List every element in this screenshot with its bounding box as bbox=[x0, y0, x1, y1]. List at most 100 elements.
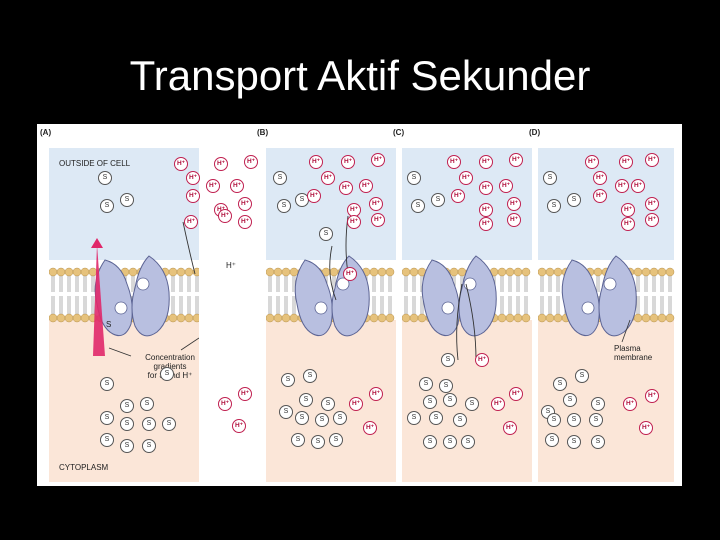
h-ion: H⁺ bbox=[621, 203, 635, 217]
h-ion: H⁺ bbox=[645, 389, 659, 403]
h-ion: H⁺ bbox=[232, 419, 246, 433]
h-ion: H⁺ bbox=[359, 179, 373, 193]
s-molecule: S bbox=[547, 413, 561, 427]
h-ion: H⁺ bbox=[507, 213, 521, 227]
s-molecule: S bbox=[419, 377, 433, 391]
h-ion: H⁺ bbox=[339, 181, 353, 195]
s-molecule: S bbox=[333, 411, 347, 425]
h-ion: H⁺ bbox=[371, 213, 385, 227]
gradient-caption-line-1: Concentration bbox=[135, 353, 205, 362]
h-ion: H⁺ bbox=[479, 181, 493, 195]
h-ion: H⁺ bbox=[645, 153, 659, 167]
h-ion: H⁺ bbox=[491, 397, 505, 411]
membrane-caption: Plasma membrane bbox=[614, 344, 652, 362]
s-molecule: S bbox=[591, 435, 605, 449]
outside-of-cell-label: OUTSIDE OF CELL bbox=[59, 159, 130, 168]
s-molecule: S bbox=[277, 199, 291, 213]
h-ion: H⁺ bbox=[509, 387, 523, 401]
cytoplasm-label: CYTOPLASM bbox=[59, 463, 108, 472]
h-ion: H⁺ bbox=[369, 197, 383, 211]
s-molecule: S bbox=[295, 411, 309, 425]
s-molecule: S bbox=[120, 439, 134, 453]
s-molecule: S bbox=[291, 433, 305, 447]
gradient-h-label: H⁺ bbox=[226, 261, 236, 270]
s-molecule: S bbox=[319, 227, 333, 241]
s-molecule: S bbox=[567, 413, 581, 427]
panel-b-label: (B) bbox=[257, 128, 268, 137]
s-molecule: S bbox=[120, 399, 134, 413]
s-molecule: S bbox=[98, 171, 112, 185]
h-ion: H⁺ bbox=[174, 157, 188, 171]
h-ion: H⁺ bbox=[479, 203, 493, 217]
h-ion: H⁺ bbox=[244, 155, 258, 169]
s-molecule: S bbox=[423, 395, 437, 409]
figure: (A) OUTSIDE OF CELL CYTOPLASM Concentrat… bbox=[37, 124, 682, 486]
s-molecule: S bbox=[567, 435, 581, 449]
s-molecule: S bbox=[160, 367, 174, 381]
h-ion: H⁺ bbox=[321, 171, 335, 185]
s-molecule: S bbox=[423, 435, 437, 449]
h-ion: H⁺ bbox=[371, 153, 385, 167]
h-ion: H⁺ bbox=[186, 171, 200, 185]
s-molecule: S bbox=[315, 413, 329, 427]
h-ion: H⁺ bbox=[238, 387, 252, 401]
s-molecule: S bbox=[321, 397, 335, 411]
h-ion: H⁺ bbox=[343, 267, 357, 281]
panel-b-graphic bbox=[266, 124, 416, 486]
s-molecule: S bbox=[100, 377, 114, 391]
membrane-caption-line-2: membrane bbox=[614, 353, 652, 362]
s-molecule: S bbox=[279, 405, 293, 419]
h-ion: H⁺ bbox=[479, 217, 493, 231]
s-molecule: S bbox=[100, 433, 114, 447]
s-molecule: S bbox=[142, 417, 156, 431]
slide-title: Transport Aktif Sekunder bbox=[0, 52, 720, 100]
s-molecule: S bbox=[575, 369, 589, 383]
s-molecule: S bbox=[589, 413, 603, 427]
h-ion: H⁺ bbox=[479, 155, 493, 169]
s-molecule: S bbox=[461, 435, 475, 449]
s-molecule: S bbox=[429, 411, 443, 425]
h-ion: H⁺ bbox=[349, 397, 363, 411]
panel-a: (A) OUTSIDE OF CELL CYTOPLASM Concentrat… bbox=[49, 124, 199, 486]
s-molecule: S bbox=[273, 171, 287, 185]
gradient-s-label: S bbox=[106, 320, 111, 329]
h-ion: H⁺ bbox=[621, 217, 635, 231]
panel-a-label: (A) bbox=[40, 128, 51, 137]
h-ion: H⁺ bbox=[218, 397, 232, 411]
h-ion: H⁺ bbox=[206, 179, 220, 193]
s-molecule: S bbox=[563, 393, 577, 407]
panel-b: (B) SSSSSSSSSSSSSSSH⁺H⁺H⁺H⁺H⁺H⁺H⁺H⁺H⁺H⁺H… bbox=[266, 124, 416, 486]
h-ion: H⁺ bbox=[459, 171, 473, 185]
s-molecule: S bbox=[553, 377, 567, 391]
s-molecule: S bbox=[431, 193, 445, 207]
panel-c-graphic bbox=[402, 124, 552, 486]
h-ion: H⁺ bbox=[238, 197, 252, 211]
h-ion: H⁺ bbox=[218, 209, 232, 223]
h-ion: H⁺ bbox=[347, 215, 361, 229]
h-ion: H⁺ bbox=[645, 213, 659, 227]
s-molecule: S bbox=[453, 413, 467, 427]
s-molecule: S bbox=[441, 353, 455, 367]
h-ion: H⁺ bbox=[593, 189, 607, 203]
h-ion: H⁺ bbox=[619, 155, 633, 169]
s-molecule: S bbox=[407, 171, 421, 185]
s-molecule: S bbox=[162, 417, 176, 431]
h-ion: H⁺ bbox=[309, 155, 323, 169]
s-molecule: S bbox=[303, 369, 317, 383]
s-molecule: S bbox=[411, 199, 425, 213]
h-ion: H⁺ bbox=[186, 189, 200, 203]
h-ion: H⁺ bbox=[447, 155, 461, 169]
h-ion: H⁺ bbox=[623, 397, 637, 411]
h-ion: H⁺ bbox=[585, 155, 599, 169]
h-ion: H⁺ bbox=[507, 197, 521, 211]
h-ion: H⁺ bbox=[499, 179, 513, 193]
panel-d-graphic bbox=[538, 124, 688, 486]
h-ion: H⁺ bbox=[509, 153, 523, 167]
h-ion: H⁺ bbox=[615, 179, 629, 193]
h-ion: H⁺ bbox=[639, 421, 653, 435]
h-ion: H⁺ bbox=[631, 179, 645, 193]
h-ion: H⁺ bbox=[645, 197, 659, 211]
h-ion: H⁺ bbox=[369, 387, 383, 401]
h-ion: H⁺ bbox=[593, 171, 607, 185]
